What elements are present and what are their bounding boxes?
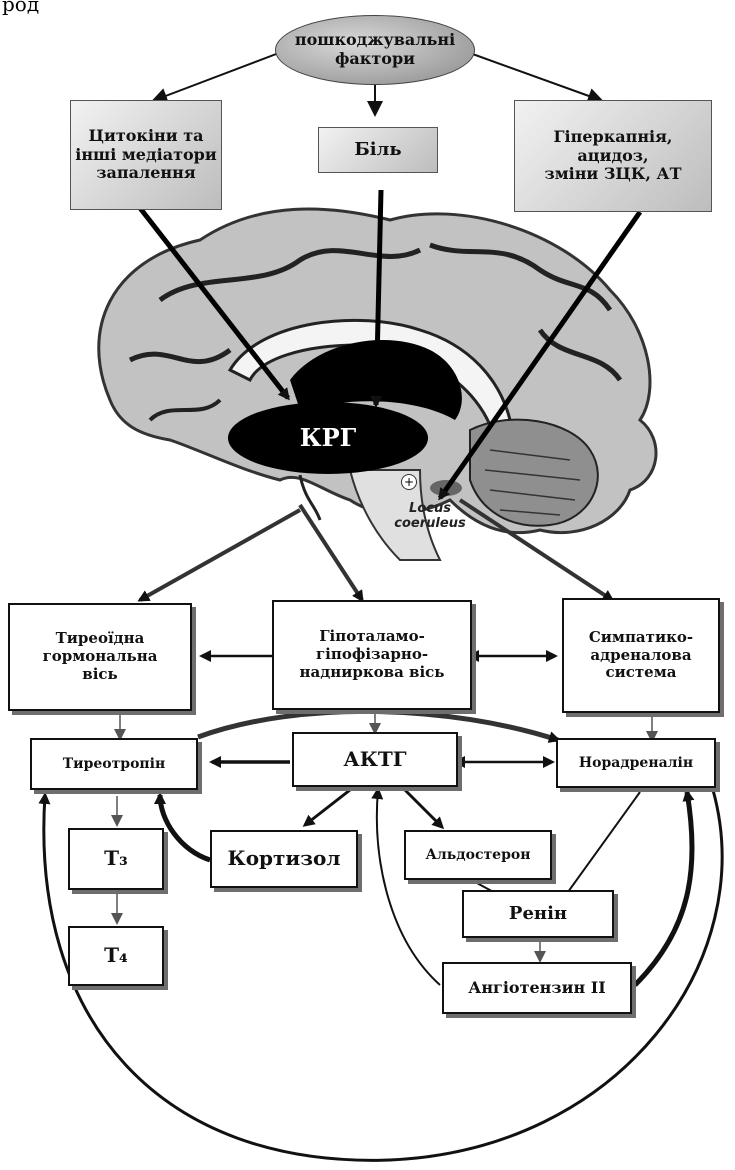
arrow-acth-cortisol	[305, 790, 350, 825]
arrow-crg-thyroid-axis	[140, 510, 300, 600]
cortisol-box: Кортизол	[210, 830, 358, 888]
sympathoadrenal-box: Симпатико- адреналова система	[562, 598, 720, 713]
crg-oval: КРГ	[228, 402, 428, 474]
pain-box: Біль	[318, 127, 438, 173]
arrow-factors-cytokines	[155, 48, 292, 100]
cytokines-box: Цитокіни та інші медіатори запалення	[70, 100, 222, 210]
thyrotropin-box: Тиреотропін	[30, 738, 198, 790]
damaging-factors-oval: пошкоджувальні фактори	[275, 15, 475, 85]
arrow-angiotensin-acth-loop	[377, 790, 440, 985]
angiotensin-box: Ангіотензин II	[442, 962, 632, 1014]
aldosterone-box: Альдостерон	[404, 830, 552, 880]
hpa-axis-box: Гіпоталамо- гіпофізарно- надниркова вісь	[272, 600, 472, 710]
top-partial-text: род	[2, 0, 39, 16]
locus-coeruleus-label: Locus coeruleus	[390, 502, 470, 532]
noradrenaline-box: Норадреналін	[556, 738, 716, 788]
arrow-crg-hpa-axis	[300, 505, 362, 600]
arrow-factors-hypercapnia	[456, 48, 600, 100]
hypercapnia-box: Гіперкапнія, ацидоз, зміни ЗЦК, АТ	[514, 100, 712, 212]
plus-sign: +	[401, 474, 417, 490]
t4-box: T₄	[68, 926, 164, 986]
thyroid-axis-box: Тиреоїдна гормональна вісь	[8, 603, 192, 711]
t3-box: T₃	[68, 828, 164, 890]
acth-box: АКТГ	[292, 732, 458, 787]
renin-box: Ренін	[462, 890, 614, 938]
arrow-acth-aldosterone	[405, 790, 442, 827]
arrow-angiotensin-noradrenaline-loop	[635, 792, 692, 985]
arrow-cortisol-thyrotropin-curve	[160, 795, 210, 860]
